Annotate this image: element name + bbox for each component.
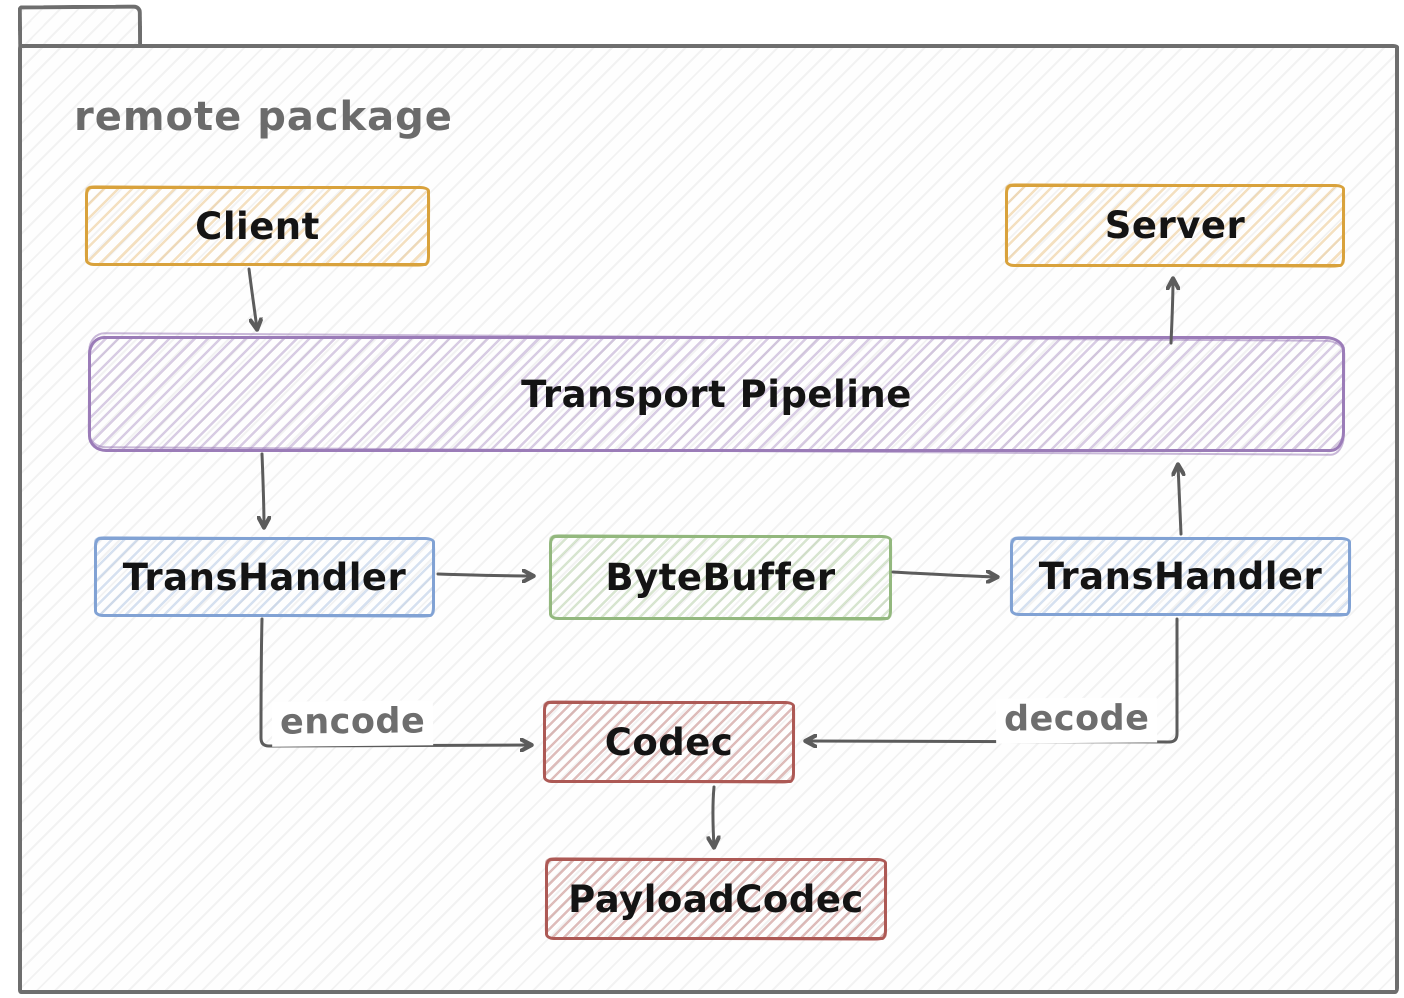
node-trans-handler-left-label: TransHandler <box>122 555 407 599</box>
edge-label-decode: decode <box>995 697 1158 744</box>
node-server-label: Server <box>1104 204 1246 247</box>
node-trans-handler-left: TransHandler <box>94 537 435 617</box>
node-payload-codec-label: PayloadCodec <box>568 877 864 921</box>
package-title: remote package <box>74 94 453 140</box>
node-server: Server <box>1005 184 1345 267</box>
node-codec-label: Codec <box>604 720 734 764</box>
node-byte-buffer: ByteBuffer <box>549 535 892 620</box>
node-byte-buffer-label: ByteBuffer <box>605 556 836 599</box>
node-client-label: Client <box>195 204 320 248</box>
node-client: Client <box>85 186 430 266</box>
edge-label-encode: encode <box>271 700 434 747</box>
node-trans-handler-right: TransHandler <box>1010 537 1351 616</box>
node-payload-codec: PayloadCodec <box>545 858 887 940</box>
node-codec: Codec <box>543 701 795 783</box>
node-trans-handler-right-label: TransHandler <box>1038 555 1323 598</box>
node-transport-pipeline: Transport Pipeline <box>88 336 1345 452</box>
node-transport-pipeline-label: Transport Pipeline <box>521 372 912 416</box>
